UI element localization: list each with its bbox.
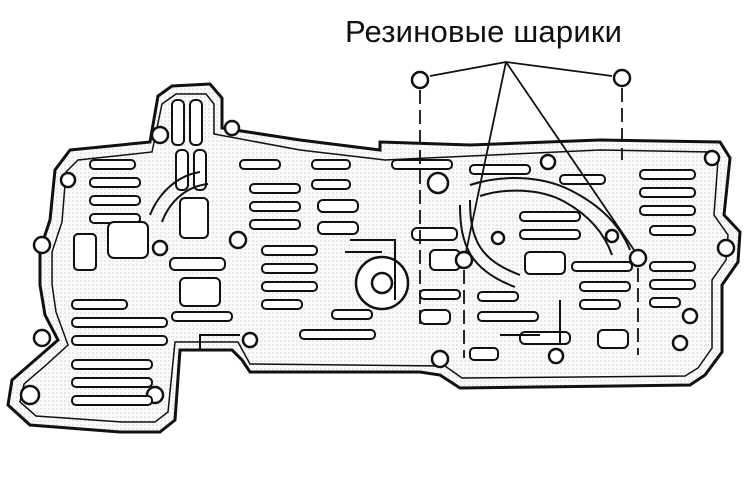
bolt-holes (19, 119, 736, 406)
rubber-ball-2 (612, 68, 632, 88)
central-boss (354, 255, 410, 311)
valve-body-inner-rim (19, 93, 729, 423)
rubber-balls-label: Резиновые шарики (345, 14, 623, 49)
rubber-ball-4 (628, 248, 648, 268)
rubber-ball-1 (410, 70, 430, 90)
rubber-ball-3 (454, 250, 474, 270)
rubber-balls (410, 68, 648, 270)
leader-lines (419, 61, 639, 358)
channel-passages (71, 99, 376, 406)
channel-passages-right (391, 159, 696, 361)
